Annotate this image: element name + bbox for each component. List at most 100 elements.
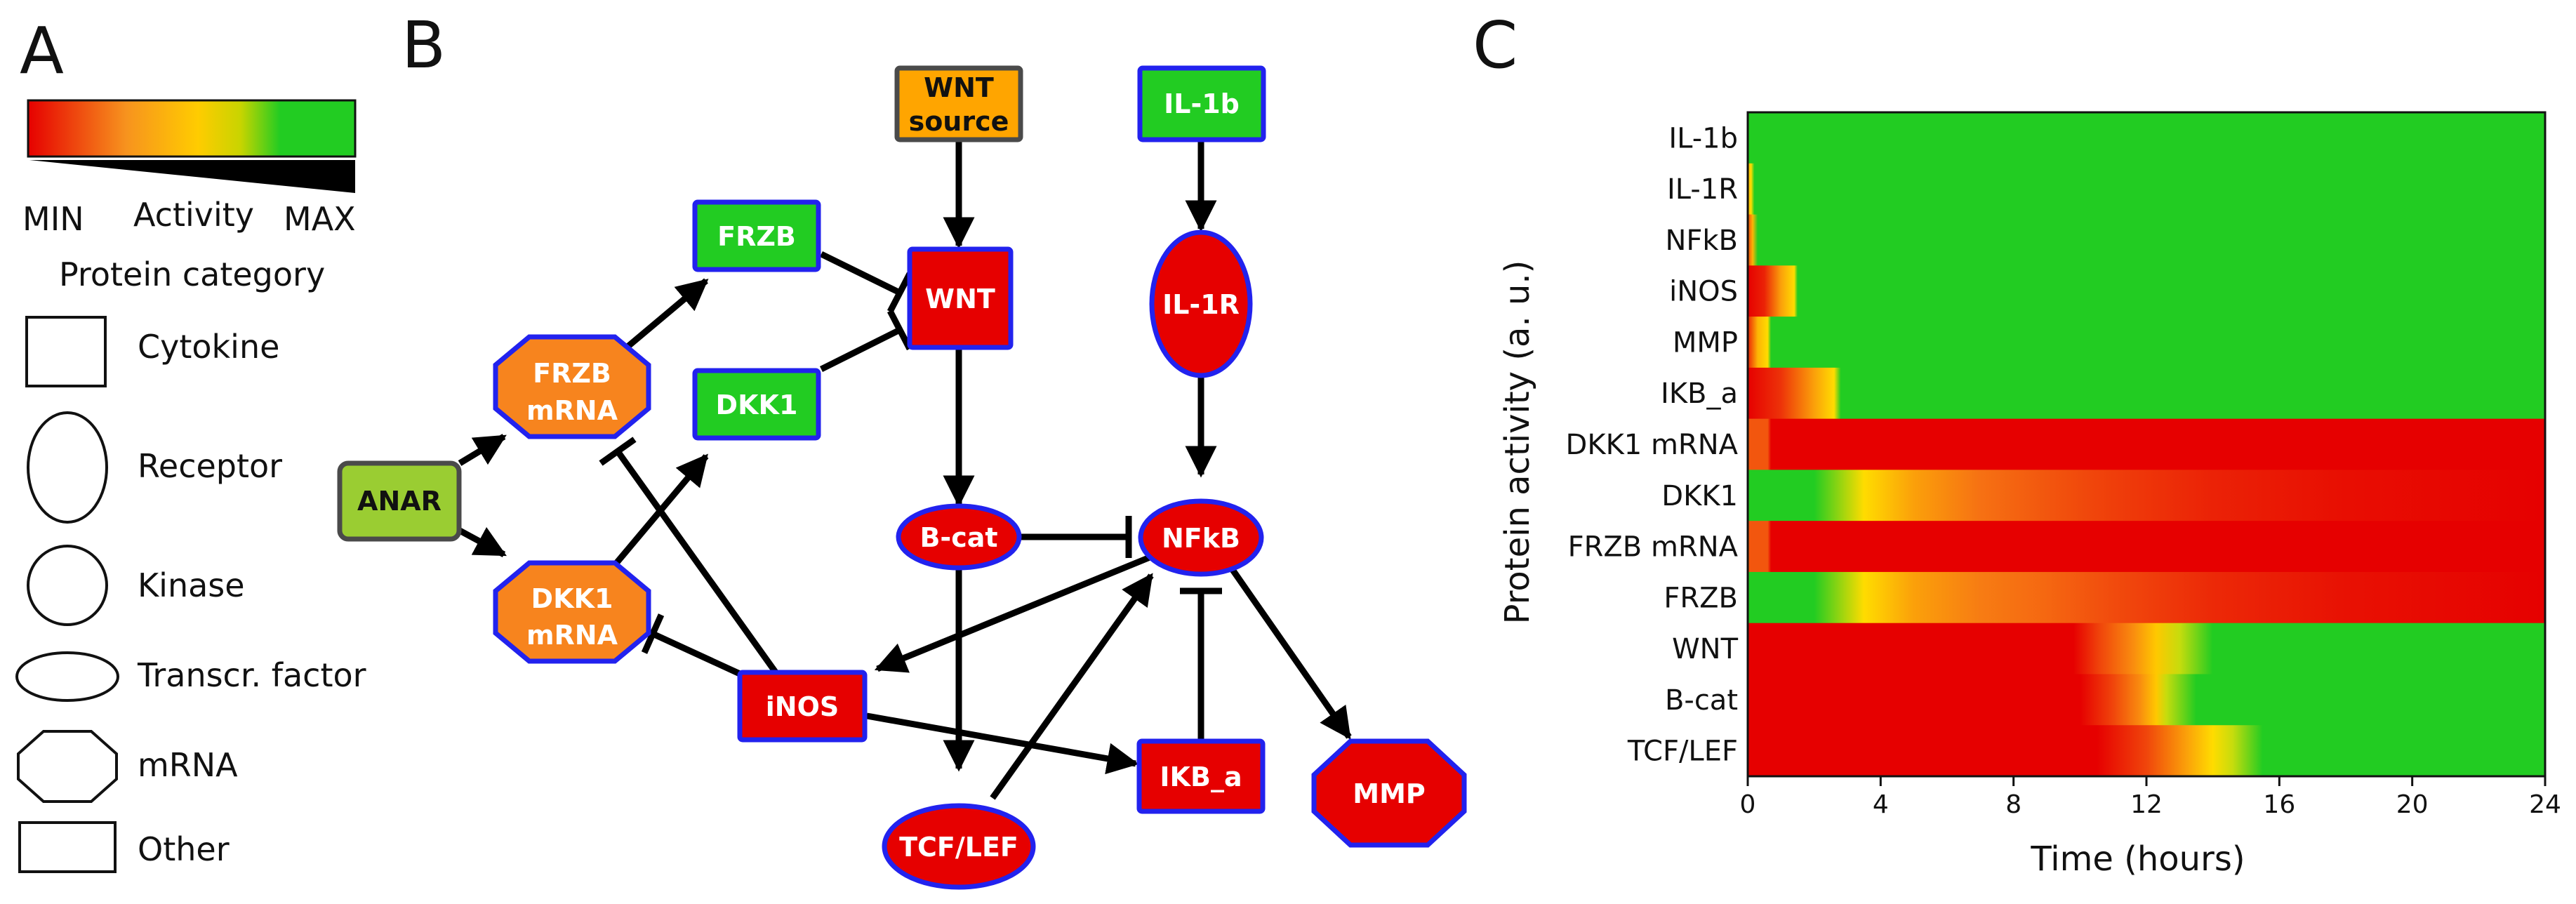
activity-wedge [29, 160, 355, 193]
category-other-label: Other [138, 830, 230, 868]
svg-text:TCF/LEF: TCF/LEF [899, 832, 1018, 863]
heatmap-row-label: TCF/LEF [1627, 736, 1738, 768]
x-tick-label: 16 [2263, 790, 2295, 819]
heatmap-row-label: IKB_a [1661, 378, 1738, 410]
heatmap-row-label: DKK1 mRNA [1566, 429, 1739, 461]
svg-text:mRNA: mRNA [526, 620, 618, 651]
svg-text:DKK1: DKK1 [716, 390, 798, 420]
svg-text:FRZB: FRZB [717, 221, 796, 252]
heatmap-row-nfkb [1748, 214, 2545, 266]
svg-text:mRNA: mRNA [526, 395, 618, 426]
heatmap-row-label: MMP [1673, 327, 1738, 359]
bar-frzb-wnt [887, 272, 912, 314]
x-tick-label: 4 [1873, 790, 1889, 819]
edge-anar-dkk1mrna [458, 526, 507, 557]
svg-text:B-cat: B-cat [919, 522, 997, 553]
edge-dkk1-wnt-inhibit [819, 326, 902, 373]
svg-text:IL-1b: IL-1b [1164, 88, 1240, 119]
svg-text:NFkB: NFkB [1162, 523, 1240, 554]
heatmap-row-il-1b [1748, 112, 2545, 164]
node-nfkb: NFkB [1138, 498, 1264, 577]
node-wnt-source: WNT source [894, 65, 1023, 142]
edge-frzbmrna-frzb [612, 278, 709, 361]
node-frzb-mrna: FRZB mRNA [493, 334, 651, 439]
node-tcflef: TCF/LEF [882, 803, 1036, 890]
bar-inos-frzbmrna [599, 437, 637, 466]
edge-inos-ikba [866, 712, 1139, 775]
scale-activity-label: Activity [133, 196, 254, 234]
heatmap-row-wnt [1748, 623, 2545, 675]
svg-text:WNT: WNT [924, 72, 994, 103]
node-dkk1: DKK1 [692, 368, 821, 441]
heatmap-row-dkk1-mrna [1748, 418, 2545, 470]
node-mmp: MMP [1311, 738, 1467, 848]
panel-c-letter: C [1473, 8, 1518, 83]
svg-text:source: source [909, 106, 1009, 137]
category-mrna-label: mRNA [138, 746, 238, 784]
edge-inos-dkk1mrna-inhibit [651, 630, 741, 677]
svg-text:IL-1R: IL-1R [1162, 289, 1240, 320]
category-transcr-factor-label: Transcr. factor [137, 656, 366, 694]
x-tick-label: 12 [2130, 790, 2163, 819]
x-tick-label: 8 [2005, 790, 2021, 819]
node-il1r: IL-1R [1149, 230, 1253, 378]
panel-a-letter: A [20, 13, 64, 88]
heatmap-rows [1746, 111, 2547, 778]
heatmap-row-label: NFkB [1665, 225, 1738, 257]
node-ikba: IKB_a [1136, 738, 1266, 814]
svg-text:MMP: MMP [1353, 778, 1425, 809]
heatmap-ylabel: Protein activity (a. u.) [1498, 260, 1537, 625]
category-receptor-shape [27, 411, 108, 524]
node-wnt: WNT [907, 246, 1014, 350]
heatmap-row-frzb [1748, 571, 2545, 624]
heatmap-row-frzb-mrna [1748, 521, 2545, 573]
edge-tcflef-nfkb [990, 573, 1154, 800]
heatmap-row-label: B-cat [1665, 684, 1738, 717]
edge-inos-frzbmrna-inhibit [615, 449, 781, 677]
edge-frzb-wnt-inhibit [820, 251, 901, 296]
heatmap-row-label: WNT [1672, 633, 1738, 665]
category-kinase-shape [27, 545, 108, 626]
category-transcr-factor-shape [15, 651, 119, 702]
heatmap-row-label: IL-1R [1667, 173, 1738, 206]
panel-c-heatmap: C Protein activity (a. u.) Time (hours) … [1473, 8, 2561, 879]
x-tick-label: 20 [2396, 790, 2429, 819]
svg-text:ANAR: ANAR [357, 486, 441, 517]
activity-color-scale [27, 99, 357, 158]
node-bcat: B-cat [896, 503, 1022, 571]
category-receptor-label: Receptor [138, 447, 282, 485]
heatmap-row-label: IL-1b [1668, 122, 1738, 154]
heatmap-row-ikb-a [1748, 367, 2545, 420]
category-mrna-shape [17, 730, 118, 803]
node-dkk1-mrna: DKK1 mRNA [493, 560, 651, 664]
category-kinase-label: Kinase [138, 566, 245, 604]
bar-inos-dkk1mrna [641, 613, 665, 654]
panel-b-letter: B [401, 8, 446, 83]
heatmap-row-label: FRZB mRNA [1568, 531, 1739, 564]
svg-text:FRZB: FRZB [533, 358, 611, 389]
heatmap-row-dkk1 [1748, 470, 2545, 521]
bar-dkk1-wnt [887, 309, 912, 351]
heatmap-row-label: FRZB [1664, 582, 1738, 614]
scale-min-label: MIN [22, 200, 84, 238]
heatmap-row-tcf-lef [1748, 725, 2545, 777]
heatmap-row-label: iNOS [1669, 276, 1738, 308]
heatmap-row-label: DKK1 [1661, 480, 1738, 512]
node-frzb: FRZB [692, 199, 821, 272]
panel-b-network: B [337, 8, 1467, 890]
network-edges [458, 140, 1352, 800]
edge-anar-frzbmrna [458, 434, 507, 466]
heatmap-row-inos [1748, 265, 2545, 317]
svg-text:iNOS: iNOS [766, 691, 839, 722]
svg-text:WNT: WNT [925, 284, 995, 314]
edge-nfkb-inos [874, 551, 1158, 673]
panel-a-legend: A MIN Activity MAX Protein category Cyto… [15, 13, 366, 873]
x-tick-label: 24 [2529, 790, 2561, 819]
node-anar: ANAR [337, 460, 462, 542]
scale-max-label: MAX [284, 200, 356, 238]
category-cytokine-label: Cytokine [138, 328, 279, 366]
category-cytokine-shape [25, 316, 107, 387]
category-title: Protein category [59, 255, 325, 293]
